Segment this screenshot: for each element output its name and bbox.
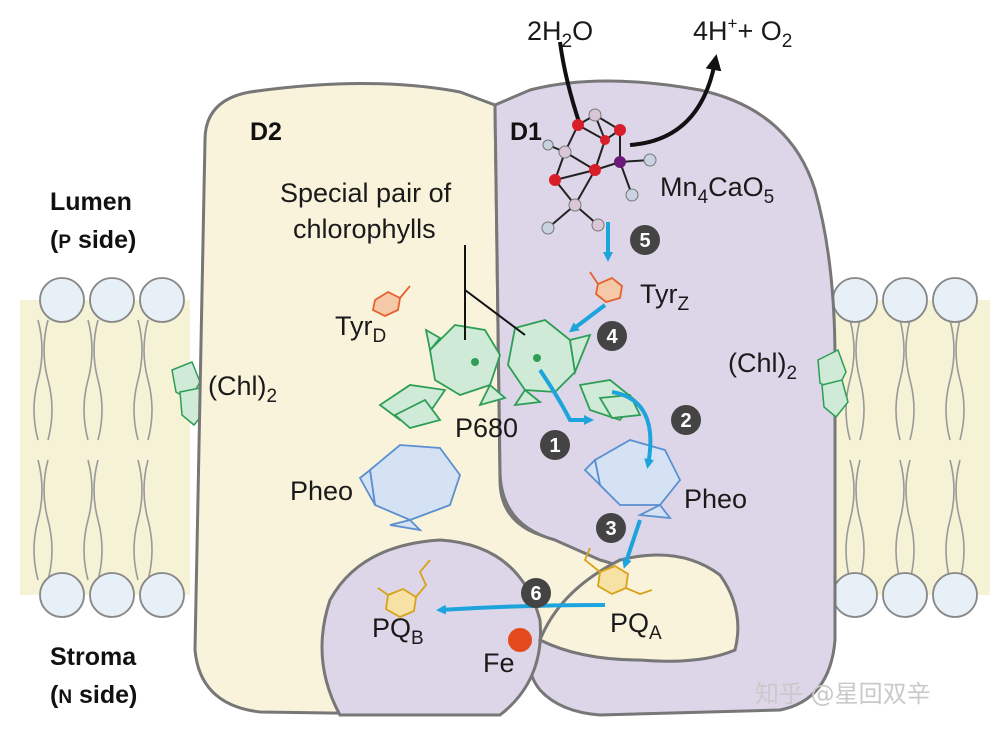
lumen-label: Lumen bbox=[50, 188, 132, 216]
oxygen-out-arrow bbox=[629, 54, 722, 147]
svg-text:5: 5 bbox=[639, 230, 650, 252]
fe-atom-icon bbox=[508, 628, 532, 652]
stroma-label: Stroma bbox=[50, 643, 137, 671]
pqa-lobe bbox=[538, 553, 740, 663]
step-badge-4: 4 bbox=[597, 321, 627, 351]
products-label: 4H++ O2 bbox=[693, 14, 792, 52]
arrow-step-4 bbox=[568, 303, 607, 333]
special-pair-center-right bbox=[533, 354, 541, 362]
pheo-right-icon bbox=[583, 439, 682, 520]
mn-cluster-label: Mn4CaO5 bbox=[660, 172, 774, 208]
water-reactant-label: 2H2O bbox=[527, 16, 593, 52]
arrow-step-3 bbox=[622, 519, 642, 569]
special-pair-center-left bbox=[471, 358, 479, 366]
fe-label: Fe bbox=[483, 648, 515, 678]
chl2-right-pigment-icon bbox=[817, 348, 849, 419]
arrow-step-6 bbox=[436, 603, 606, 615]
pqb-pocket bbox=[320, 538, 542, 717]
svg-text:2: 2 bbox=[680, 410, 691, 432]
pheo-left-icon bbox=[358, 444, 462, 532]
step-badge-3: 3 bbox=[596, 513, 626, 543]
d1-label: D1 bbox=[510, 118, 542, 146]
step-badge-1: 1 bbox=[540, 430, 570, 460]
svg-text:6: 6 bbox=[530, 583, 541, 605]
chl2-right-label: (Chl)2 bbox=[728, 348, 797, 384]
step-badge-5: 5 bbox=[630, 225, 660, 255]
special-pair-label-line2: chlorophylls bbox=[293, 214, 436, 244]
chl2-left-label: (Chl)2 bbox=[208, 371, 277, 407]
d2-label: D2 bbox=[250, 118, 282, 146]
pq-a-label: PQA bbox=[610, 608, 662, 644]
pheo-right-label: Pheo bbox=[684, 484, 747, 514]
membrane-bilayer-right bbox=[830, 277, 990, 618]
step-badge-6: 6 bbox=[521, 578, 551, 608]
special-pair-label-line1: Special pair of bbox=[280, 178, 452, 208]
tyr-d-icon bbox=[371, 285, 411, 317]
svg-text:3: 3 bbox=[605, 518, 616, 540]
arrow-step-1 bbox=[538, 368, 594, 425]
svg-text:4: 4 bbox=[606, 326, 618, 348]
pq-a-icon bbox=[583, 547, 653, 596]
lumen-side-label: (P side) bbox=[50, 226, 136, 254]
special-pair-pointer-b bbox=[464, 289, 526, 336]
pq-b-label: PQB bbox=[372, 613, 424, 649]
water-in-arrow bbox=[558, 41, 582, 126]
tyr-d-label: TyrD bbox=[335, 311, 386, 347]
step-badge-2: 2 bbox=[671, 405, 701, 435]
special-pair-chlorophylls-icon bbox=[378, 319, 642, 429]
mn4cao5-cluster-icon bbox=[541, 108, 657, 235]
p680-label: P680 bbox=[455, 413, 518, 443]
tyr-z-label: TyrZ bbox=[640, 279, 690, 315]
pq-b-icon bbox=[377, 559, 431, 619]
pheo-left-label: Pheo bbox=[290, 476, 353, 506]
svg-text:1: 1 bbox=[549, 435, 560, 457]
arrow-step-2 bbox=[611, 390, 655, 469]
tyr-z-icon bbox=[589, 271, 623, 303]
membrane-bilayer-left bbox=[20, 277, 190, 618]
watermark-text: 知乎 @星回双辛 bbox=[755, 680, 931, 708]
stroma-side-label: (N side) bbox=[50, 681, 137, 709]
